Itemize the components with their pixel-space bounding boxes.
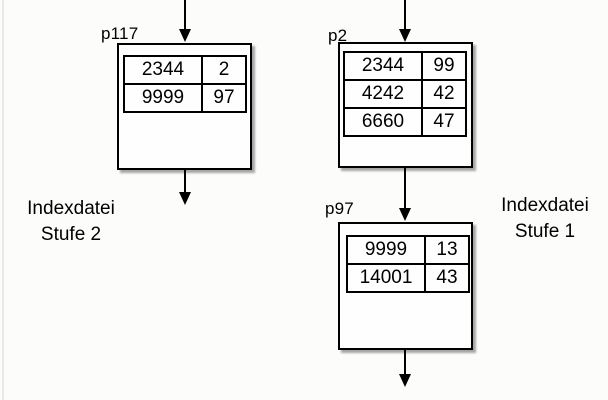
arrow-down-icon [399, 29, 411, 42]
node-label-p117: p117 [101, 24, 139, 43]
caption-line-2: Stufe 2 [40, 224, 102, 245]
table-row: 2344 2 [123, 55, 247, 85]
pointer-cell: 47 [421, 107, 467, 137]
pointer-cell: 43 [424, 263, 470, 293]
key-cell: 2344 [343, 51, 423, 81]
key-cell: 9999 [346, 235, 426, 265]
node-label-p2: p2 [328, 26, 348, 45]
table-row: 6660 47 [343, 107, 467, 137]
caption-indexdatei-stufe-2: Indexdatei Stufe 2 [8, 196, 134, 248]
arrow-line-out-of-p97 [404, 350, 406, 376]
key-cell: 4242 [343, 79, 423, 109]
arrow-line-out-of-p117 [184, 170, 186, 194]
arrow-line-into-p2 [404, 0, 406, 31]
table-row: 4242 42 [343, 79, 467, 109]
caption-line-1: Indexdatei [27, 198, 115, 219]
pointer-cell: 99 [421, 51, 467, 81]
caption-indexdatei-stufe-1: Indexdatei Stufe 1 [482, 193, 608, 245]
index-table-p117: 2344 2 9999 97 [123, 55, 247, 113]
arrow-line-p2-to-p97 [404, 168, 406, 210]
key-cell: 6660 [343, 107, 423, 137]
key-cell: 9999 [123, 83, 203, 113]
pointer-cell: 97 [201, 83, 247, 113]
arrow-down-icon [179, 29, 191, 42]
index-table-p97: 9999 13 14001 43 [346, 235, 470, 293]
table-row: 2344 99 [343, 51, 467, 81]
table-row: 9999 13 [346, 235, 470, 265]
pointer-cell: 2 [201, 55, 247, 85]
key-cell: 2344 [123, 55, 203, 85]
page-edge-line [2, 0, 4, 400]
arrow-down-icon [179, 192, 191, 205]
arrow-down-icon [399, 208, 411, 221]
key-cell: 14001 [346, 263, 426, 293]
caption-line-1: Indexdatei [501, 195, 589, 216]
node-label-p97: p97 [325, 199, 354, 218]
table-row: 14001 43 [346, 263, 470, 293]
pointer-cell: 13 [424, 235, 470, 265]
caption-line-2: Stufe 1 [514, 221, 576, 242]
arrow-down-icon [399, 374, 411, 387]
pointer-cell: 42 [421, 79, 467, 109]
index-table-p2: 2344 99 4242 42 6660 47 [343, 51, 467, 137]
arrow-line-into-p117 [184, 0, 186, 31]
table-row: 9999 97 [123, 83, 247, 113]
